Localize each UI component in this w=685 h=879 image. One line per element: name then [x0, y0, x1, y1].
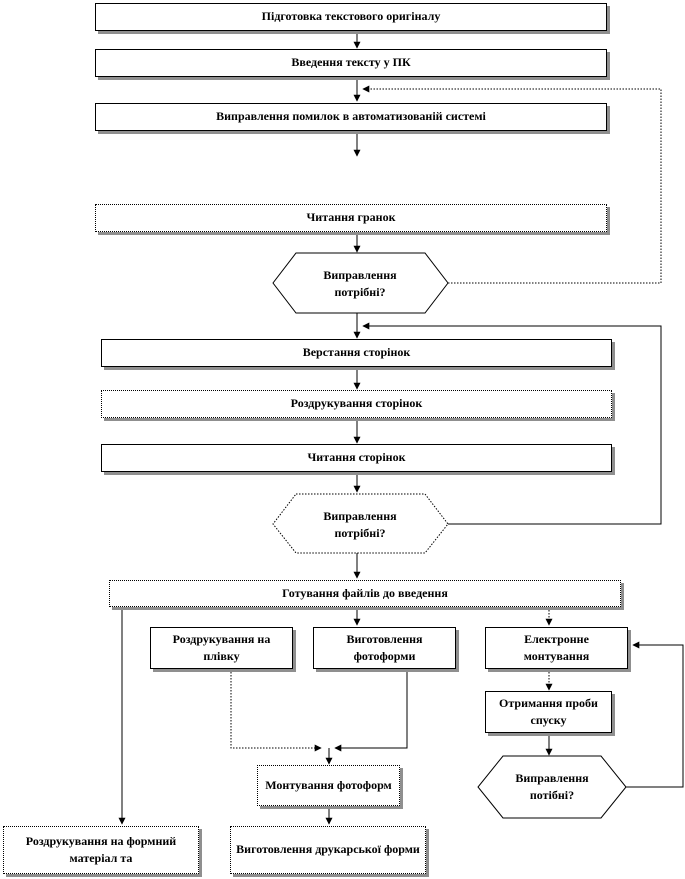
loop-d1 — [362, 85, 662, 284]
loop-d2 — [362, 322, 662, 525]
step-prepare-original: Підготовка текстового оригіналу — [95, 3, 607, 31]
step-prepare-files: Готування файлів до введення — [109, 580, 621, 607]
step-make-print-form: Виготовлення друкарської форми — [230, 826, 426, 874]
step-electronic-montage: Електронне монтування — [485, 627, 628, 669]
step-proof-print: Отримання проби спуску — [485, 691, 612, 733]
step-page-layout: Верстання сторінок — [101, 339, 612, 367]
step-text-input: Введення тексту у ПК — [95, 49, 607, 77]
line-s9-merge — [230, 669, 322, 752]
decision-3-shape — [477, 755, 627, 819]
decision-2-label: Виправлення потрібні? — [323, 508, 397, 540]
line-s10-merge — [334, 669, 408, 752]
step-error-correction: Виправлення помилок в автоматизованій си… — [95, 103, 607, 131]
step-read-pages: Читання сторінок — [101, 444, 612, 472]
decision-2-shape — [272, 493, 449, 554]
decision-1-shape — [272, 252, 449, 314]
step-print-film: Роздрукування на плівку — [150, 627, 293, 669]
step-print-pages: Роздрукування сторінок — [101, 390, 612, 418]
step-photoform-montage: Монтування фотоформ — [257, 765, 400, 806]
loop-d3 — [626, 641, 684, 788]
decision-3-label: Виправлення потібні? — [515, 770, 589, 802]
step-make-photoform: Виготовлення фотоформи — [313, 627, 456, 669]
step-print-form-material: Роздрукування на формний матеріал та — [3, 826, 199, 874]
decision-1-label: Виправлення потрібні? — [323, 267, 397, 299]
step-read-galleys: Читання гранок — [95, 204, 607, 232]
